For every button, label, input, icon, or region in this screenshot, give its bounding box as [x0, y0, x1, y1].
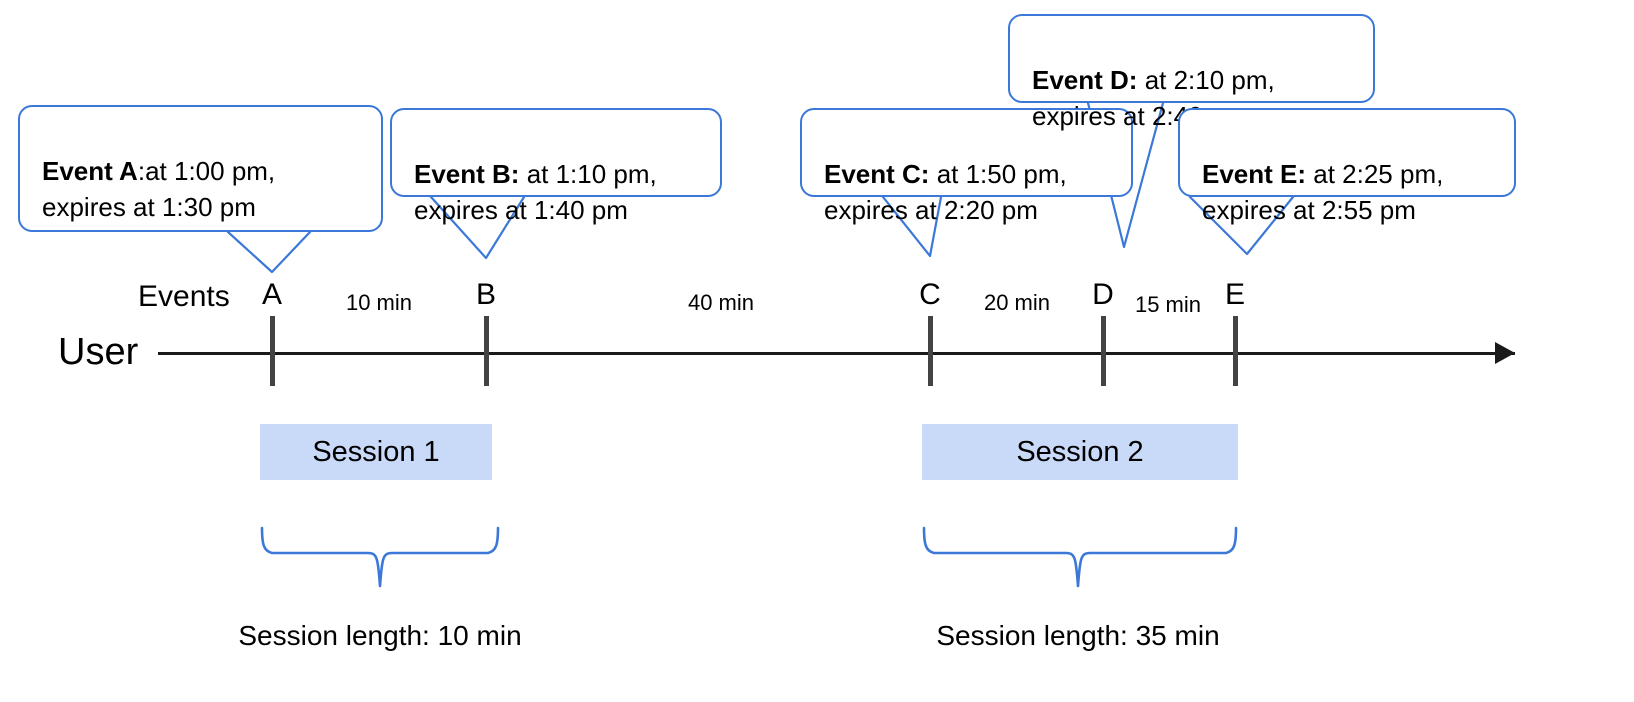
event-tick-b — [484, 316, 489, 386]
event-tick-c — [928, 316, 933, 386]
events-row-label: Events — [138, 280, 230, 313]
interval-label-a-b: 10 min — [345, 290, 413, 315]
callout-event-a-title: Event A — [42, 156, 138, 187]
axis-row-label: User — [58, 331, 139, 373]
event-marker-label-d: D — [1092, 278, 1114, 311]
event-tick-d — [1101, 316, 1106, 386]
event-tick-e — [1233, 316, 1238, 386]
event-marker-label-c: C — [919, 278, 941, 311]
session-1-brace — [260, 526, 500, 588]
interval-label-b-c: 40 min — [687, 290, 755, 315]
callout-event-a-separator: : — [137, 156, 146, 187]
callout-event-c-title: Event C: — [824, 159, 930, 190]
callout-event-d-title: Event D: — [1032, 65, 1138, 96]
callout-event-c: Event C: at 1:50 pm, expires at 2:20 pm — [800, 108, 1133, 225]
callout-event-d: Event D: at 2:10 pm, expires at 2:40 pm — [1008, 14, 1375, 131]
session-length-label-2: Session length: 35 min — [936, 620, 1220, 651]
event-tick-a — [270, 316, 275, 386]
timeline-arrow-icon — [1495, 342, 1515, 364]
callout-event-a: Event A:at 1:00 pm, expires at 1:30 pm — [18, 105, 383, 232]
interval-label-c-d: 20 min — [983, 290, 1051, 315]
event-marker-label-a: A — [261, 278, 282, 311]
session-length-label-1: Session length: 10 min — [238, 620, 522, 651]
session-box-2: Session 2 — [922, 424, 1238, 480]
callout-event-a-body: at 1:00 pm, expires at 1:30 pm — [42, 156, 276, 222]
callout-event-e: Event E: at 2:25 pm, expires at 2:55 pm — [1178, 108, 1516, 225]
session-box-1: Session 1 — [260, 424, 492, 480]
timeline-axis — [158, 352, 1515, 355]
callout-tail-a — [226, 230, 312, 274]
session-2-brace — [922, 526, 1238, 588]
callout-event-b-title: Event B: — [414, 159, 520, 190]
callout-event-e-title: Event E: — [1202, 159, 1307, 190]
event-marker-label-e: E — [1224, 278, 1245, 311]
callout-event-b: Event B: at 1:10 pm, expires at 1:40 pm — [390, 108, 722, 225]
interval-label-d-e: 15 min — [1134, 292, 1202, 317]
event-marker-label-b: B — [475, 278, 496, 311]
